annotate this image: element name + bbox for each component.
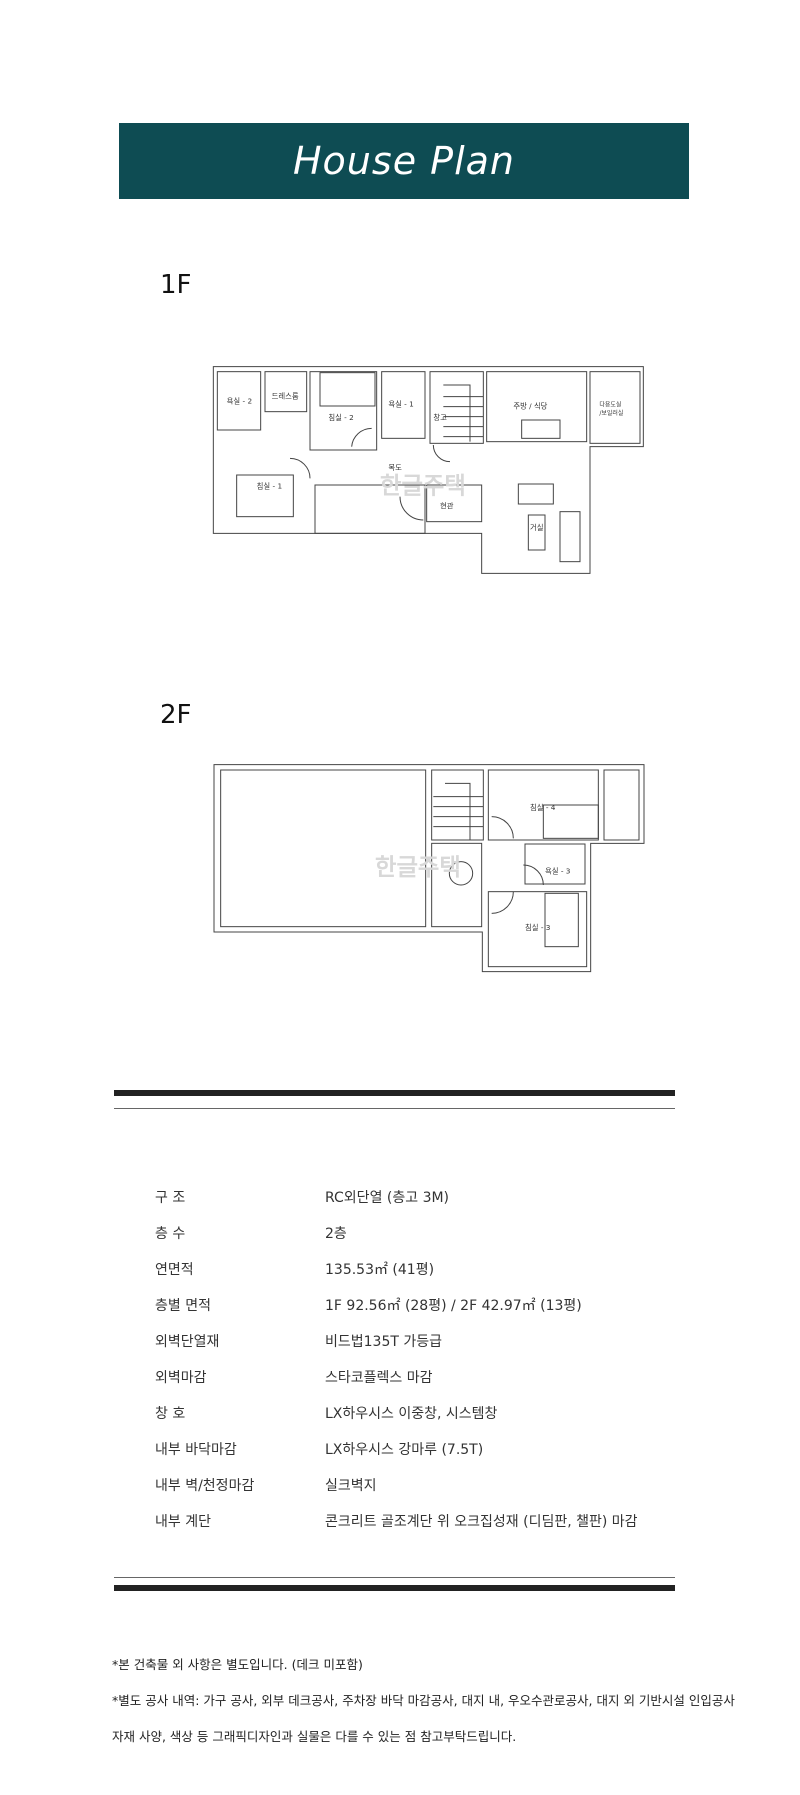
spec-label: 연면적 [155, 1262, 194, 1278]
divider-thin [114, 1577, 675, 1578]
room-label: 거실 [530, 523, 544, 532]
room-label: 창고 [433, 413, 447, 422]
spec-value: 2층 [325, 1226, 347, 1242]
room-label: 욕실 - 1 [388, 400, 413, 409]
room-label: 현관 [440, 501, 454, 510]
spec-value: 스타코플렉스 마감 [325, 1370, 433, 1386]
spec-row: 내부 계단 콘크리트 골조계단 위 오크집성재 (디딤판, 챌판) 마감 [155, 1511, 715, 1531]
spec-row: 층 수 2층 [155, 1223, 715, 1243]
spec-label: 층 수 [155, 1226, 186, 1242]
watermark: 한글주택 [375, 853, 461, 881]
room-label: 욕실 - 3 [545, 866, 571, 875]
spec-value: 1F 92.56㎡ (28평) / 2F 42.97㎡ (13평) [325, 1298, 582, 1314]
spec-label: 내부 계단 [155, 1514, 211, 1530]
spec-row: 연면적 135.53㎡ (41평) [155, 1259, 715, 1279]
spec-value: 비드법135T 가등급 [325, 1334, 443, 1350]
spec-value: RC외단열 (층고 3M) [325, 1190, 450, 1206]
spec-label: 창 호 [155, 1406, 186, 1422]
divider-thick [114, 1090, 675, 1096]
spec-row: 내부 벽/천정마감 실크벽지 [155, 1475, 715, 1495]
floor-label-2f: 2F [160, 700, 192, 730]
spec-row: 외벽마감 스타코플렉스 마감 [155, 1367, 715, 1387]
spec-label: 외벽마감 [155, 1370, 207, 1386]
spec-label: 구 조 [155, 1190, 186, 1206]
spec-value: 실크벽지 [325, 1478, 377, 1494]
floor-label-1f: 1F [160, 270, 192, 300]
spec-value: 135.53㎡ (41평) [325, 1262, 435, 1278]
page-title: House Plan [292, 139, 515, 183]
footnote: *본 건축물 외 사항은 별도입니다. (데크 미포함) [112, 1657, 363, 1672]
room-label: 침실 - 2 [328, 413, 353, 422]
spec-row: 외벽단열재 비드법135T 가등급 [155, 1331, 715, 1351]
spec-row: 층별 면적 1F 92.56㎡ (28평) / 2F 42.97㎡ (13평) [155, 1295, 715, 1315]
footnote: *별도 공사 내역: 가구 공사, 외부 데크공사, 주차장 바닥 마감공사, … [112, 1693, 735, 1708]
spec-label: 외벽단열재 [155, 1334, 220, 1350]
spec-row: 창 호 LX하우시스 이중창, 시스템창 [155, 1403, 715, 1423]
room-label: 복도 [388, 463, 402, 472]
room-label: 침실 - 3 [525, 923, 551, 932]
spec-row: 구 조 RC외단열 (층고 3M) [155, 1187, 715, 1207]
spec-value: 콘크리트 골조계단 위 오크집성재 (디딤판, 챌판) 마감 [325, 1514, 638, 1530]
watermark: 한글주택 [380, 471, 466, 499]
title-banner: House Plan [119, 123, 689, 199]
spec-label: 내부 바닥마감 [155, 1442, 237, 1458]
divider-thick [114, 1585, 675, 1591]
spec-label: 내부 벽/천정마감 [155, 1478, 255, 1494]
room-label: /보일러실 [599, 409, 623, 417]
divider-thin [114, 1108, 675, 1109]
spec-value: LX하우시스 이중창, 시스템창 [325, 1406, 498, 1422]
room-label: 다용도실 [599, 401, 621, 409]
room-label: 주방 / 식당 [513, 401, 547, 410]
room-label: 드레스룸 [272, 391, 299, 400]
room-label: 침실 - 4 [530, 803, 556, 812]
spec-row: 내부 바닥마감 LX하우시스 강마루 (7.5T) [155, 1439, 715, 1459]
spec-label: 층별 면적 [155, 1298, 211, 1314]
floor-plan-2f: 한글주택 침실 - 4 욕실 - 3 침실 - 3 [213, 764, 645, 973]
room-label: 침실 - 1 [257, 481, 282, 490]
room-label: 욕실 - 2 [227, 396, 252, 405]
floor-plan-1f: 한글주택 욕실 - 2 드레스룸 침실 - 2 욕실 - 1 창고 주방 / 식… [212, 366, 644, 574]
spec-value: LX하우시스 강마루 (7.5T) [325, 1442, 484, 1458]
footnote: 자재 사양, 색상 등 그래픽디자인과 실물은 다를 수 있는 점 참고부탁드립… [112, 1729, 517, 1744]
